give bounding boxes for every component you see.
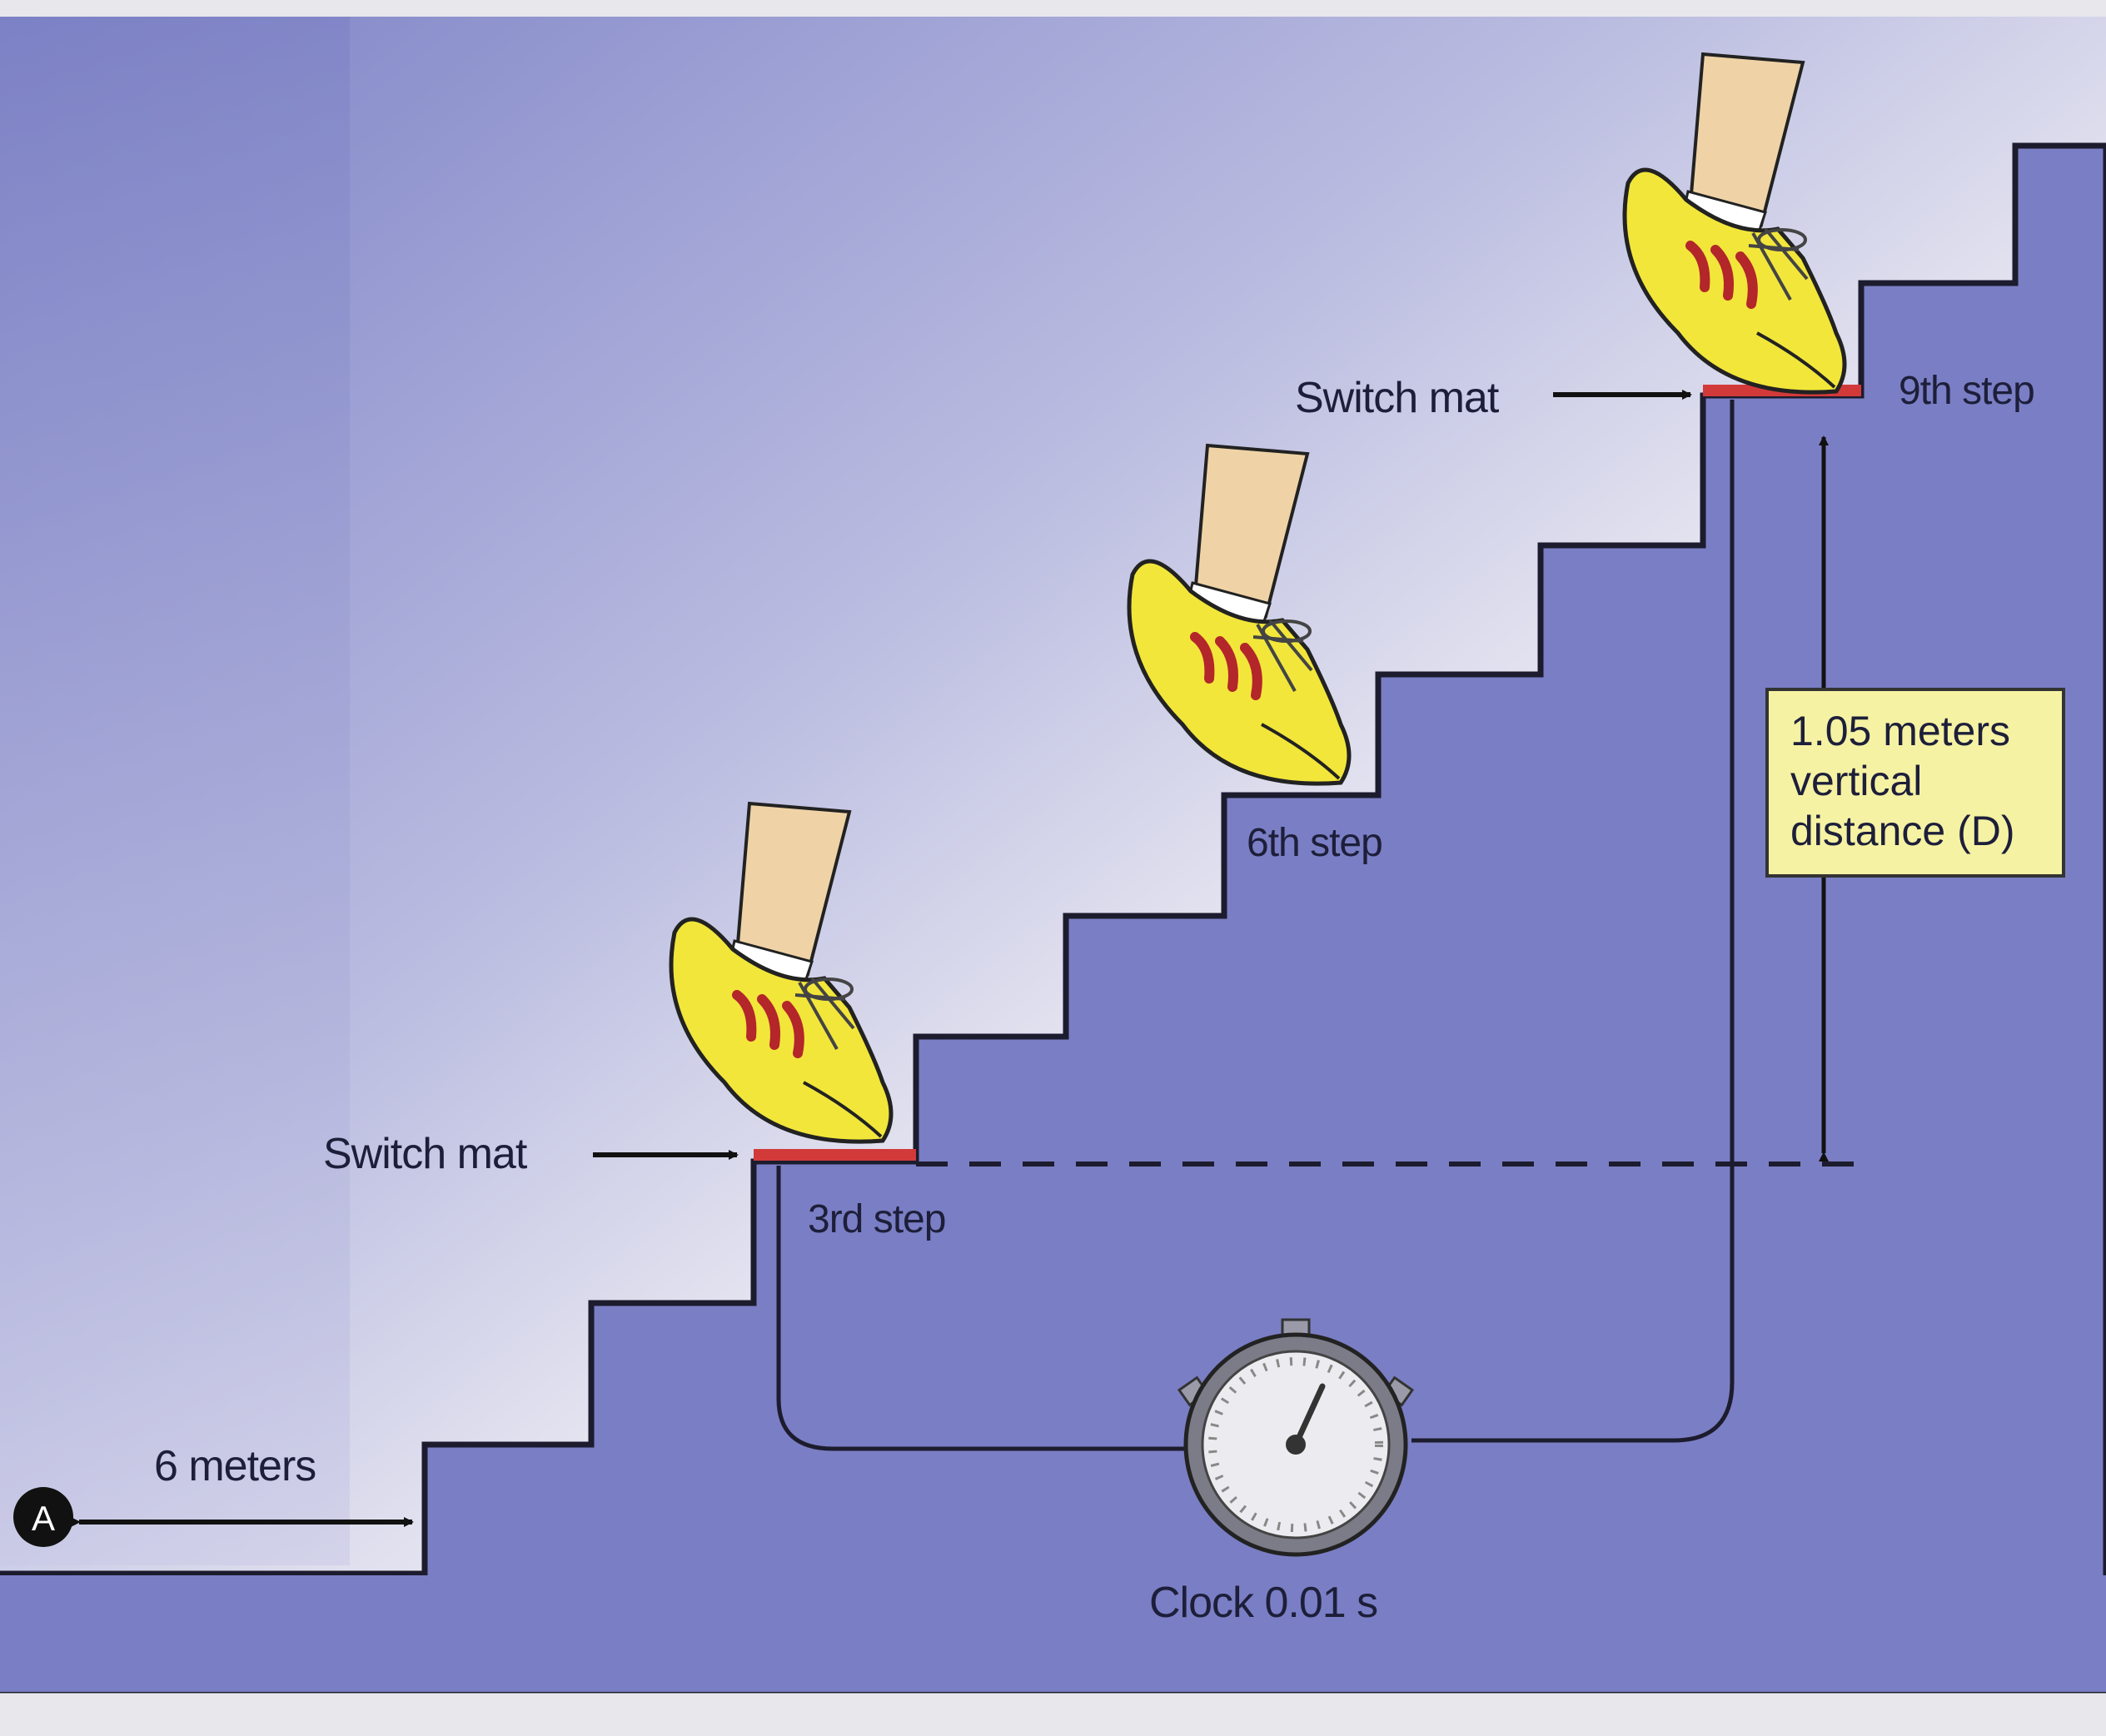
start-marker [13, 1487, 73, 1547]
staircase [0, 142, 2106, 1694]
shoe-icon [1127, 443, 1352, 786]
wire-right [1411, 400, 1735, 1443]
switch-mat-label-bottom: Switch mat [323, 1130, 528, 1178]
step-6-label: 6th step [1247, 821, 1382, 865]
step-9-label: 9th step [1899, 369, 2034, 413]
vertical-distance-line1: 1.05 meters [1790, 708, 2010, 754]
start-marker-label: A [32, 1499, 55, 1538]
vertical-distance-note [1765, 688, 2065, 878]
wire-left [776, 1166, 1191, 1451]
step-3-label: 3rd step [808, 1197, 945, 1241]
switch-mat-bottom [754, 1149, 916, 1161]
shoe-icon [1622, 52, 1847, 395]
vertical-distance-line3: distance (D) [1790, 808, 2015, 854]
run-up-label: 6 meters [154, 1442, 316, 1490]
switch-mat-label-top: Switch mat [1295, 374, 1500, 422]
floor [0, 1575, 2106, 1692]
vertical-distance-line2: vertical [1790, 758, 1922, 804]
stopwatch-icon [1177, 1318, 1415, 1557]
shoe-icon [669, 801, 894, 1144]
clock-label: Clock 0.01 s [1149, 1579, 1377, 1627]
wall-shadow [0, 17, 350, 1565]
